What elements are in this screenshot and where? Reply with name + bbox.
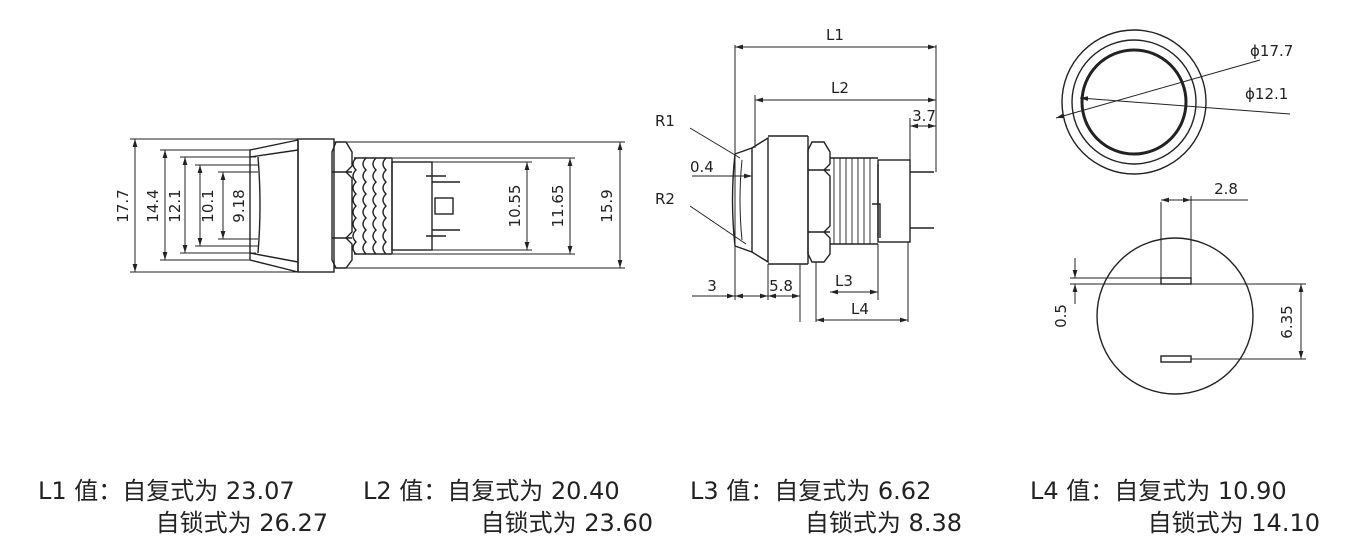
dim-6-35: 6.35	[1278, 305, 1296, 338]
dim-14-4: 14.4	[144, 189, 162, 222]
side-nut	[807, 141, 831, 263]
technical-drawing: 17.7 14.4 12.1 10.1 9.18 10.55 11.65 15.…	[114, 26, 1306, 395]
top-view-labels: ϕ17.7 ϕ12.1	[1245, 42, 1293, 103]
note-L1-line2: 自锁式为 26.27	[155, 508, 328, 537]
side-body	[877, 159, 934, 243]
note-L1-line1: 自复式为 23.07	[122, 476, 295, 505]
dim-5-8: 5.8	[769, 277, 793, 295]
front-view	[130, 138, 625, 273]
dim-L2: L2	[831, 79, 849, 97]
dim-phi-17-7: ϕ17.7	[1250, 42, 1293, 60]
dim-10-55: 10.55	[506, 185, 524, 228]
flange	[297, 138, 335, 273]
bottom-view	[1070, 196, 1306, 395]
label-R1: R1	[655, 112, 675, 130]
label-R2: R2	[655, 190, 675, 208]
dim-L1: L1	[826, 26, 844, 44]
side-thread	[830, 157, 881, 245]
rear-housing	[391, 161, 460, 251]
dim-phi-12-1: ϕ12.1	[1245, 85, 1288, 103]
threaded-body	[352, 157, 393, 255]
note-L2-label: L2 值：	[363, 476, 448, 505]
note-L4-label: L4 值：	[1030, 476, 1115, 505]
note-L2-line2: 自锁式为 23.60	[480, 508, 653, 537]
dim-12-1: 12.1	[166, 189, 184, 222]
dim-15-9: 15.9	[598, 189, 616, 222]
dim-3-7: 3.7	[912, 107, 936, 125]
hex-nut	[331, 141, 353, 269]
note-L4-line2: 自锁式为 14.10	[1147, 508, 1320, 537]
dim-3: 3	[707, 277, 717, 295]
dim-11-65: 11.65	[549, 185, 567, 228]
dim-0-5: 0.5	[1052, 304, 1070, 328]
dim-10-1: 10.1	[199, 189, 217, 222]
side-cap	[731, 135, 809, 265]
note-L2: L2 值： 自复式为 20.40 自锁式为 23.60	[363, 472, 653, 537]
note-L3: L3 值： 自复式为 6.62 自锁式为 8.38	[690, 472, 962, 537]
dim-L3: L3	[835, 272, 853, 290]
note-L1-label: L1 值：	[38, 476, 123, 505]
note-L3-label: L3 值：	[690, 476, 775, 505]
dim-17-7: 17.7	[114, 189, 132, 222]
length-notes: L1 值： 自复式为 23.07 自锁式为 26.27 L2 值： 自复式为 2…	[0, 472, 1370, 542]
note-L3-line1: 自复式为 6.62	[774, 476, 932, 505]
top-view	[1055, 29, 1291, 175]
dim-9-18: 9.18	[230, 189, 248, 222]
dim-2-8: 2.8	[1214, 180, 1238, 198]
note-L3-line2: 自锁式为 8.38	[804, 508, 962, 537]
note-L4-line1: 自复式为 10.90	[1114, 476, 1287, 505]
dim-0-4: 0.4	[690, 158, 714, 176]
front-view-labels: 17.7 14.4 12.1 10.1 9.18 10.55 11.65 15.…	[114, 185, 616, 228]
side-view	[689, 44, 937, 323]
note-L2-line1: 自复式为 20.40	[447, 476, 620, 505]
bottom-view-labels: 2.8 0.5 6.35	[1052, 180, 1296, 339]
note-L4: L4 值： 自复式为 10.90 自锁式为 14.10	[1030, 472, 1320, 537]
side-view-labels: L1 L2 3.7 R1 0.4 R2 3 5.8 L3 L4	[655, 26, 936, 318]
dim-L4: L4	[851, 300, 869, 318]
cap-outline	[249, 139, 299, 273]
note-L1: L1 值： 自复式为 23.07 自锁式为 26.27	[38, 472, 328, 537]
